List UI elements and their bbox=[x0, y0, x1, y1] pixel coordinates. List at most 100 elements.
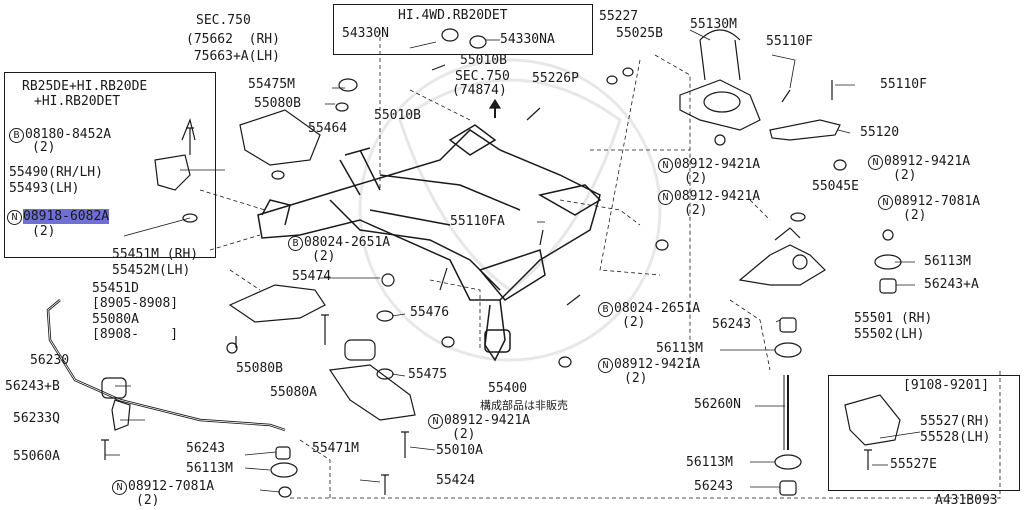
part-55490[interactable]: 55490(RH/LH) bbox=[9, 165, 103, 180]
part-number: 08024-2651A bbox=[614, 301, 701, 316]
nut-prefix-icon: N bbox=[878, 195, 893, 210]
qty-08912-a: (2) bbox=[684, 171, 708, 186]
qty-08912-b: (2) bbox=[893, 168, 917, 183]
bracket-55451M bbox=[228, 284, 326, 323]
solid-leaders bbox=[105, 29, 921, 493]
qty-08180: (2) bbox=[32, 140, 56, 155]
part-55451M[interactable]: 55451M (RH) bbox=[112, 247, 199, 262]
part-55502[interactable]: 55502(LH) bbox=[854, 327, 925, 342]
part-56243-a[interactable]: 56243 bbox=[712, 317, 752, 332]
rb25-heading-1: RB25DE+HI.RB20DE bbox=[22, 79, 148, 94]
part-55025B[interactable]: 55025B bbox=[616, 26, 663, 41]
bolt-prefix-icon: B bbox=[288, 236, 303, 251]
part-56113M-c[interactable]: 56113M bbox=[186, 461, 233, 476]
sec750-top-3: 75663+A(LH) bbox=[186, 49, 280, 64]
part-55493[interactable]: 55493(LH) bbox=[9, 181, 80, 196]
part-54330N[interactable]: 54330N bbox=[342, 26, 389, 41]
part-number: 08912-9421A bbox=[674, 189, 761, 204]
bracket-55471M bbox=[328, 364, 416, 421]
part-55120[interactable]: 55120 bbox=[860, 125, 900, 140]
part-55226P[interactable]: 55226P bbox=[532, 71, 579, 86]
hi4wd-heading: HI.4WD.RB20DET bbox=[398, 8, 508, 23]
part-number: 08912-7081A bbox=[128, 479, 215, 494]
part-55045E[interactable]: 55045E bbox=[812, 179, 859, 194]
part-55475[interactable]: 55475 bbox=[408, 367, 448, 382]
part-55400[interactable]: 55400 bbox=[488, 381, 528, 396]
part-55110F-b[interactable]: 55110F bbox=[880, 77, 927, 92]
part-55476[interactable]: 55476 bbox=[410, 305, 450, 320]
part-number: 08912-9421A bbox=[444, 413, 531, 428]
nut-prefix-icon: N bbox=[112, 480, 127, 495]
part-55080A-a[interactable]: 55080A bbox=[92, 312, 139, 327]
part-55227[interactable]: 55227 bbox=[599, 9, 639, 24]
sec750-top-1: SEC.750 bbox=[196, 13, 251, 28]
part-56233Q[interactable]: 56233Q bbox=[13, 411, 60, 426]
rb25-heading-2: +HI.RB20DET bbox=[34, 94, 121, 109]
non-sale-note: 構成部品は非販売 bbox=[480, 399, 568, 412]
part-number: 08912-9421A bbox=[674, 157, 761, 172]
part-55130M[interactable]: 55130M bbox=[690, 17, 737, 32]
qty-08912-f: (2) bbox=[136, 493, 160, 508]
part-56243-b[interactable]: 56243 bbox=[186, 441, 226, 456]
part-number: 08912-9421A bbox=[614, 357, 701, 372]
part-56113M-b[interactable]: 56113M bbox=[656, 341, 703, 356]
part-56230[interactable]: 56230 bbox=[30, 353, 70, 368]
part-55475M[interactable]: 55475M bbox=[248, 77, 295, 92]
bolt-prefix-icon: B bbox=[9, 128, 24, 143]
upper-arm bbox=[679, 29, 761, 131]
part-56260N[interactable]: 56260N bbox=[694, 397, 741, 412]
part-55080B-b[interactable]: 55080B bbox=[236, 361, 283, 376]
part-55474[interactable]: 55474 bbox=[292, 269, 332, 284]
part-56113M-a[interactable]: 56113M bbox=[924, 254, 971, 269]
part-56243A[interactable]: 56243+A bbox=[924, 277, 979, 292]
part-55080A-b[interactable]: 55080A bbox=[270, 385, 317, 400]
part-55010A[interactable]: 55010A bbox=[436, 443, 483, 458]
qty-08024-a: (2) bbox=[312, 249, 336, 264]
part-55110FA[interactable]: 55110FA bbox=[450, 214, 505, 229]
part-55110F-a[interactable]: 55110F bbox=[766, 34, 813, 49]
qty-08912-e: (2) bbox=[452, 427, 476, 442]
qty-08912-7081: (2) bbox=[903, 208, 927, 223]
bushing-56243B bbox=[101, 377, 127, 399]
part-55010B-a[interactable]: 55010B bbox=[460, 53, 507, 68]
part-54330NA[interactable]: 54330NA bbox=[500, 32, 555, 47]
part-56113M-d[interactable]: 56113M bbox=[686, 455, 733, 470]
part-55451D[interactable]: 55451D bbox=[92, 281, 139, 296]
part-55464[interactable]: 55464 bbox=[308, 121, 348, 136]
part-55010B-b[interactable]: 55010B bbox=[374, 108, 421, 123]
leader-lines bbox=[199, 30, 1001, 499]
date-range-box bbox=[828, 375, 1020, 491]
part-8908: [8908- ] bbox=[92, 327, 179, 342]
part-55528[interactable]: 55528(LH) bbox=[920, 430, 991, 445]
part-55471M[interactable]: 55471M bbox=[312, 441, 359, 456]
part-55424[interactable]: 55424 bbox=[436, 473, 476, 488]
part-number: 08912-9421A bbox=[884, 154, 971, 169]
part-55452M[interactable]: 55452M(LH) bbox=[112, 263, 191, 278]
part-55527E[interactable]: 55527E bbox=[890, 457, 937, 472]
part-number: 08912-7081A bbox=[894, 194, 981, 209]
mount-55464 bbox=[239, 109, 321, 166]
part-55527[interactable]: 55527(RH) bbox=[920, 414, 991, 429]
sec750-top-2: (75662 (RH) bbox=[186, 32, 280, 47]
bracket-56233Q bbox=[111, 399, 131, 431]
nut-prefix-icon: N bbox=[658, 190, 673, 205]
part-56243-c[interactable]: 56243 bbox=[694, 479, 734, 494]
bolt-prefix-icon: B bbox=[598, 302, 613, 317]
part-55060A[interactable]: 55060A bbox=[13, 449, 60, 464]
part-56243B[interactable]: 56243+B bbox=[5, 379, 60, 394]
part-55080B-a[interactable]: 55080B bbox=[254, 96, 301, 111]
part-55501[interactable]: 55501 (RH) bbox=[854, 311, 933, 326]
qty-08918: (2) bbox=[32, 224, 56, 239]
